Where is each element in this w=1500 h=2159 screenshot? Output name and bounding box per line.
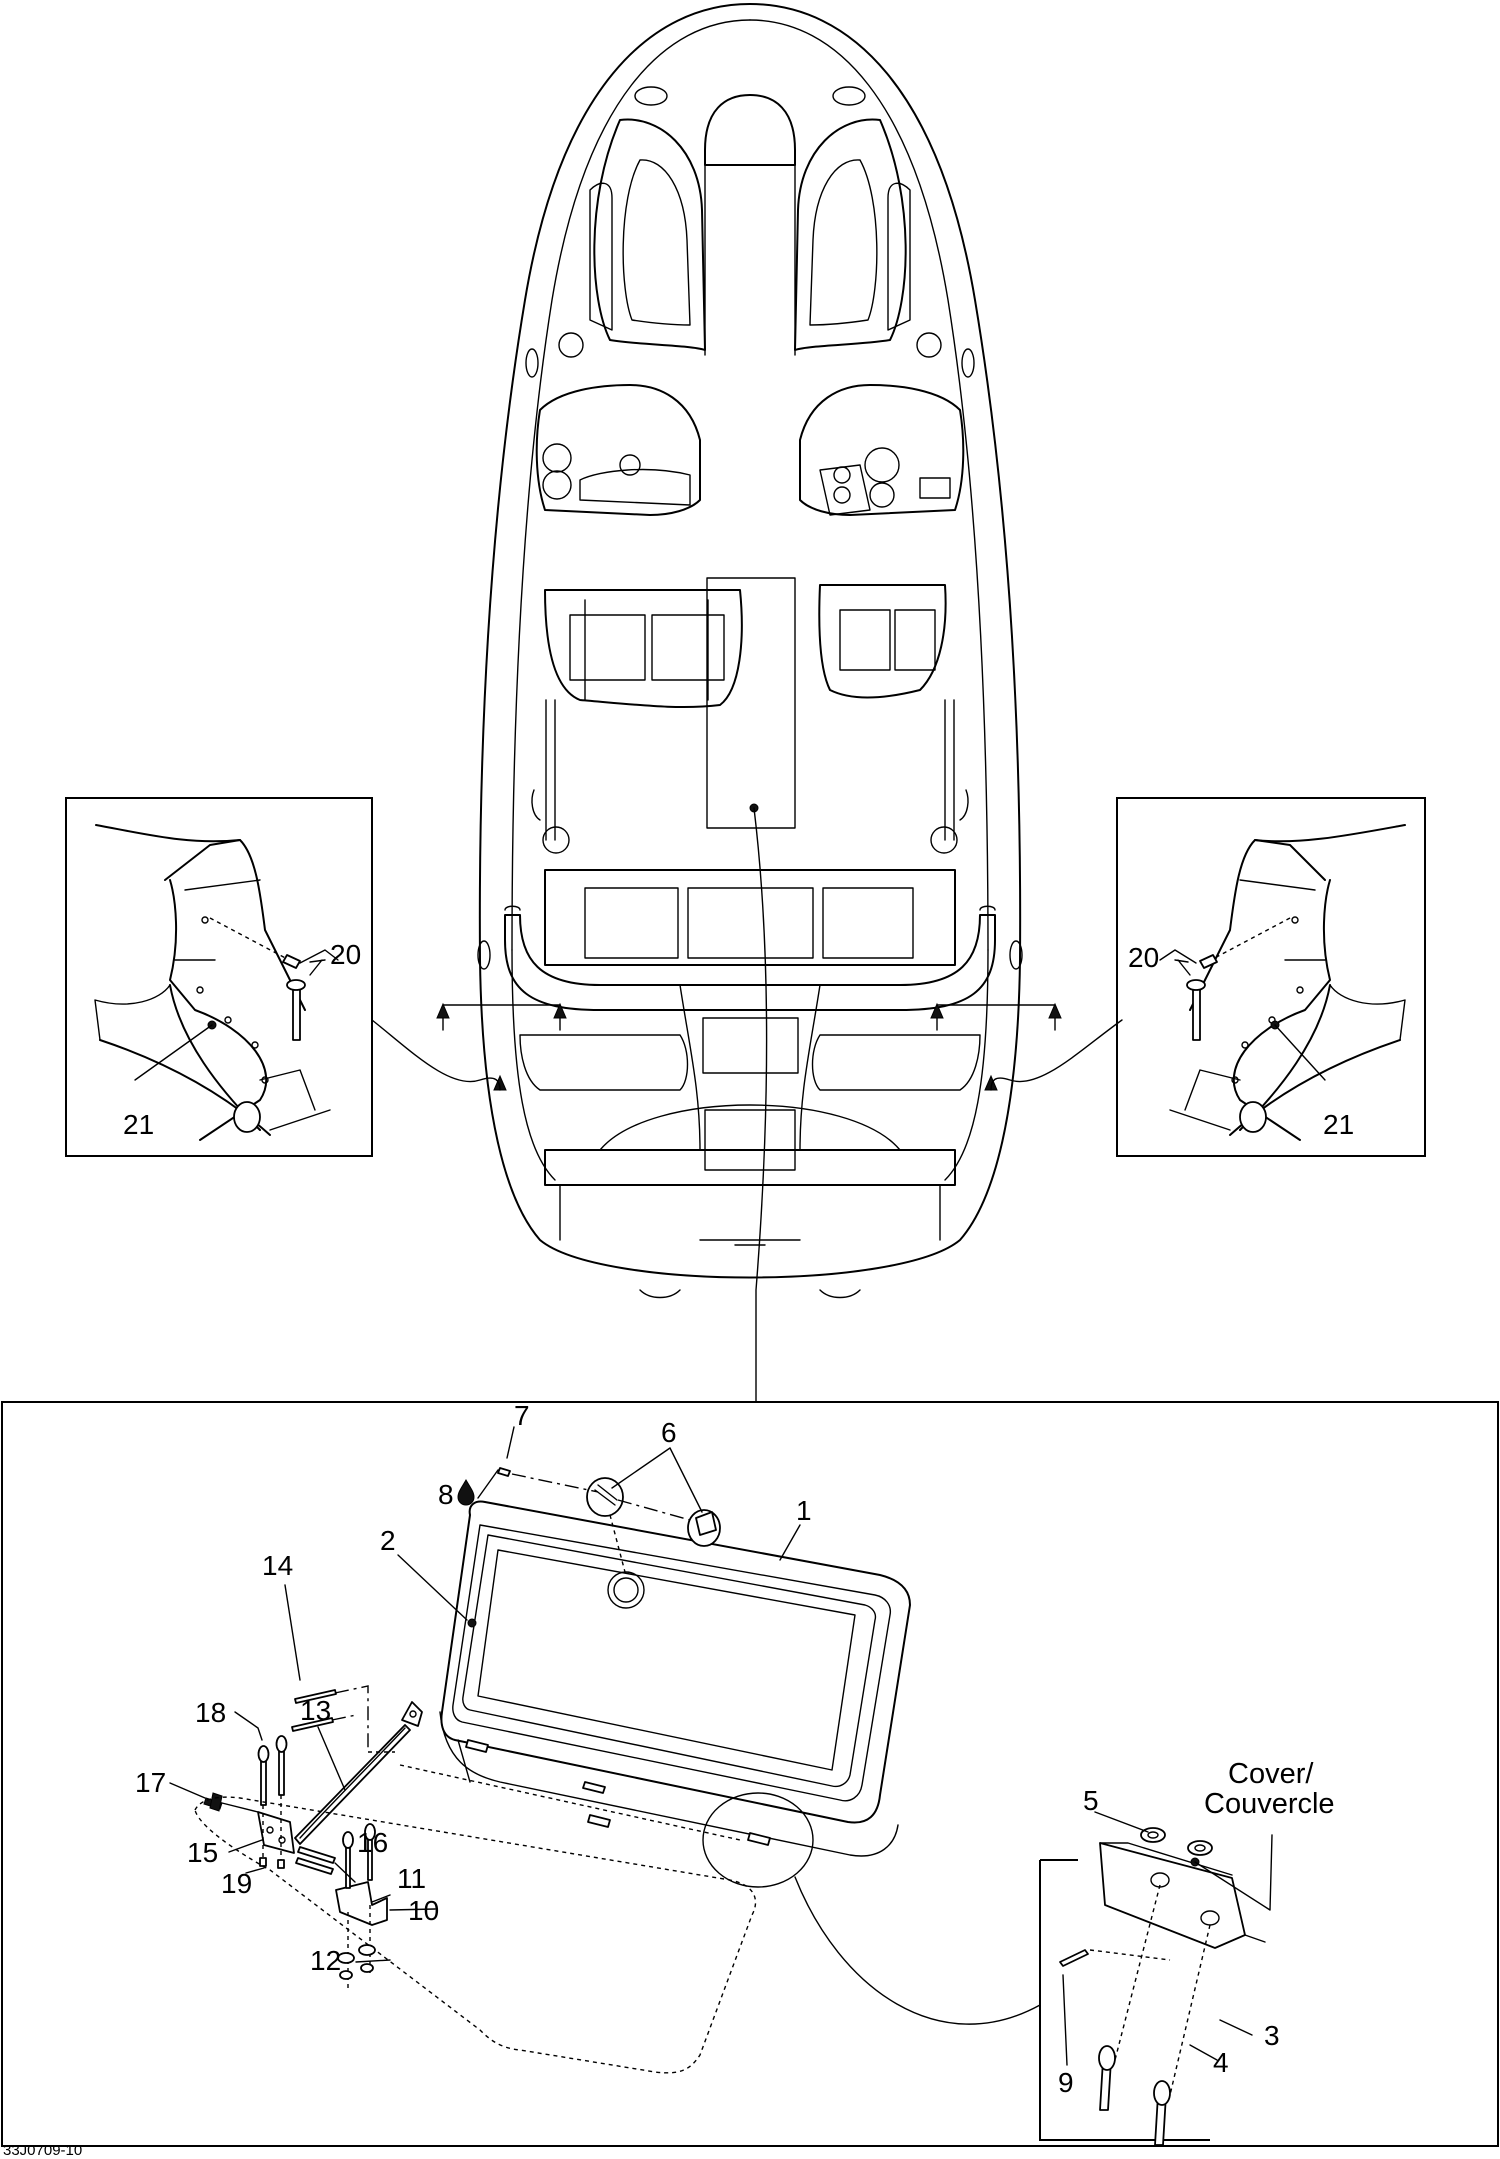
callout-13: 13 <box>300 1695 331 1726</box>
callout-6: 6 <box>661 1417 677 1448</box>
diagram-code: 33J0709-10 <box>3 2142 82 2159</box>
callout-20-left: 20 <box>330 939 361 970</box>
boat-hull-top-view <box>371 3 1123 1403</box>
callout-15: 15 <box>187 1837 218 1868</box>
callout-17: 17 <box>135 1767 166 1798</box>
oil-drop-icon <box>457 1478 475 1506</box>
engine-cover-assembly <box>194 1467 1273 2146</box>
callout-11: 11 <box>397 1863 426 1894</box>
cover-label-line2: Couvercle <box>1204 1788 1335 1820</box>
callout-10: 10 <box>408 1895 439 1926</box>
right-detail-inset <box>1116 797 1426 1157</box>
callout-3: 3 <box>1264 2020 1280 2051</box>
callout-14: 14 <box>262 1550 293 1581</box>
callout-16: 16 <box>357 1827 388 1858</box>
callout-7: 7 <box>514 1400 530 1431</box>
hull-outline <box>478 3 1022 1279</box>
callout-21-left: 21 <box>123 1109 154 1140</box>
callout-18: 18 <box>195 1697 226 1728</box>
callout-4: 4 <box>1213 2047 1229 2078</box>
callout-1: 1 <box>796 1495 812 1526</box>
cover-label-line1: Cover/ <box>1228 1758 1314 1790</box>
exploded-view-frame <box>1 1401 1499 2147</box>
callout-19: 19 <box>221 1868 252 1899</box>
callout-21-right: 21 <box>1323 1109 1354 1140</box>
callout-12: 12 <box>310 1945 341 1976</box>
callout-2: 2 <box>380 1525 396 1556</box>
left-detail-inset <box>65 797 373 1157</box>
callout-9: 9 <box>1058 2067 1074 2098</box>
callout-5: 5 <box>1083 1785 1099 1816</box>
callout-20-right: 20 <box>1128 942 1159 973</box>
callout-8: 8 <box>438 1479 454 1510</box>
